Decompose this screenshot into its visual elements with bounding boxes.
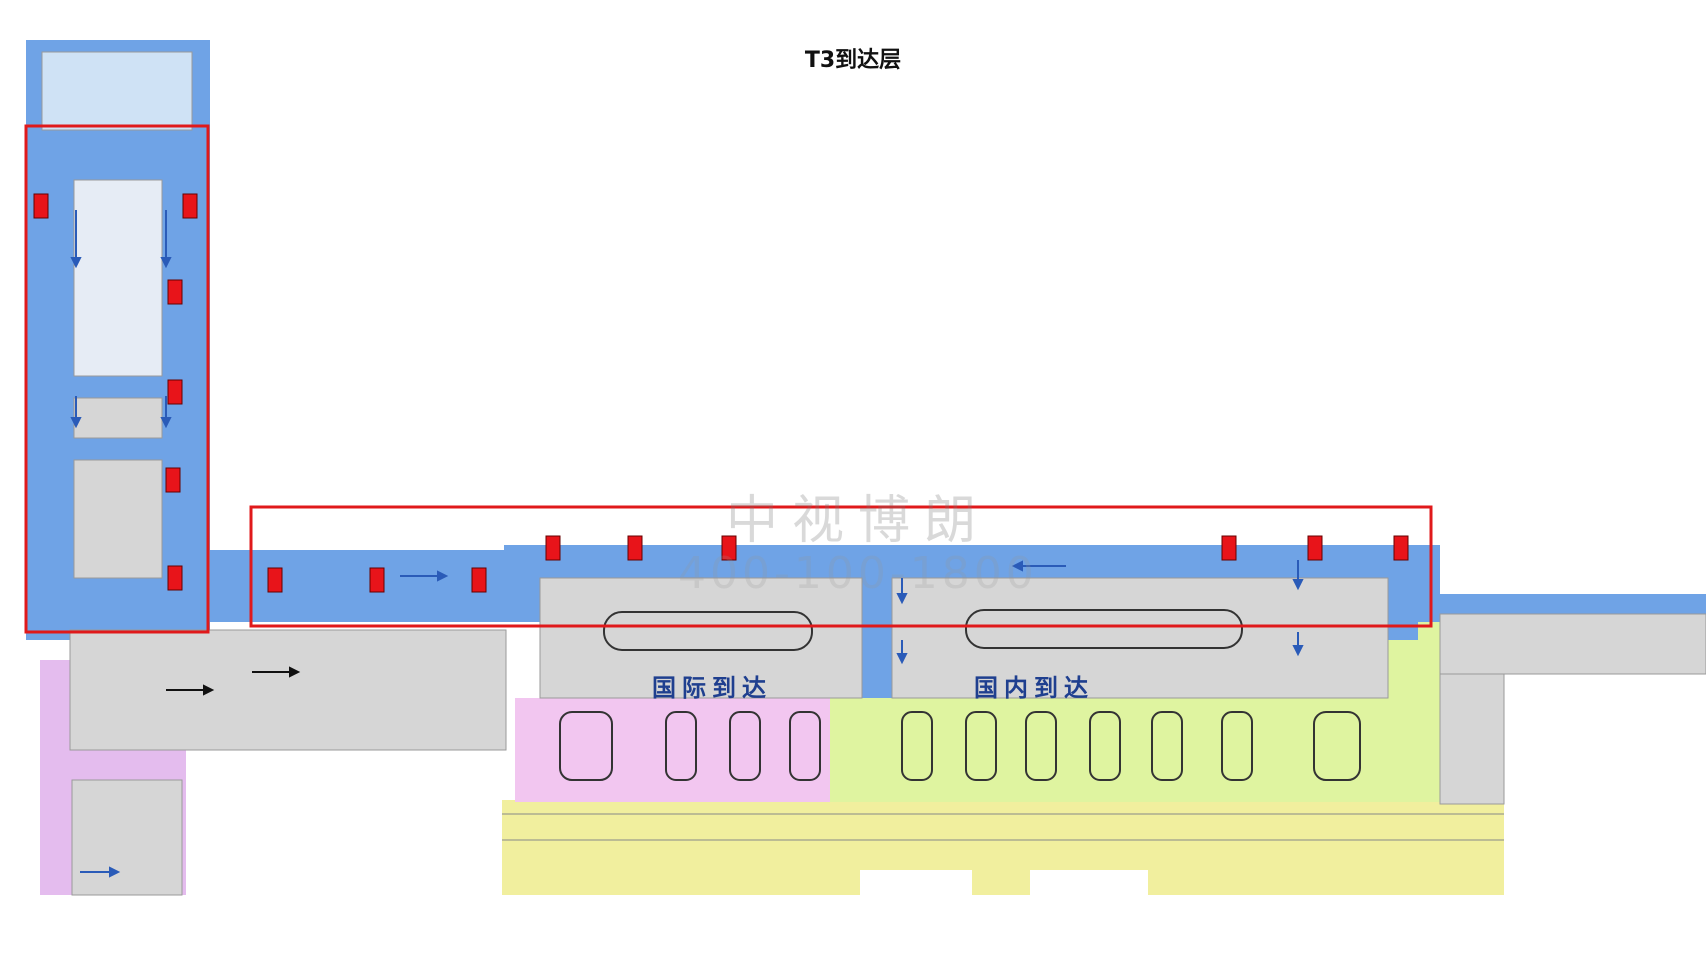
ad-marker [33,193,49,219]
ad-marker [1307,535,1323,561]
flow-arrow-head [109,866,121,878]
page-title: T3到达层 [804,48,902,73]
flow-arrows [70,210,1304,878]
flow-arrow-head [70,417,82,429]
intl-claim-2 [665,711,697,781]
left-block-2 [73,397,163,439]
flow-arrow-head [896,653,908,665]
watermark-text: 中视博朗 [726,491,991,551]
flow-arrow-head [160,257,172,269]
dom-main-carousel [965,609,1243,649]
highlight-frame-main [249,505,1433,628]
left-block-1 [73,179,163,377]
watermark-phone: 400-100-1800 [678,548,1038,599]
lower-left-block [69,629,507,751]
highlight-frame-left [24,124,210,634]
building-blocks [41,51,1706,896]
curbside-gap [1030,870,1148,895]
intl-claim-4 [789,711,821,781]
international-claim-zone [515,698,830,802]
flow-arrow-head [70,257,82,269]
flow-arrow-head [160,417,172,429]
ad-marker [165,467,181,493]
dom-claim-4 [1089,711,1121,781]
dom-claim-7 [1313,711,1361,781]
intl-claim-3 [729,711,761,781]
ad-marker [167,279,183,305]
flow-arrow-head [1292,645,1304,657]
ad-marker [167,565,183,591]
dom-claim-1 [901,711,933,781]
ad-marker [1221,535,1237,561]
dom-claim-5 [1151,711,1183,781]
flow-arrow-head [289,666,301,678]
corridors [26,40,1706,698]
upper-corridor [504,545,1440,578]
flow-arrow-head [203,684,215,696]
right-building [1439,613,1706,675]
curbside-zone [502,800,1504,895]
dom-claim-3 [1025,711,1057,781]
highlight-frames [24,124,1433,634]
ad-marker [545,535,561,561]
baggage-carousels [559,609,1361,781]
left-block-3 [73,459,163,579]
dom-claim-2 [965,711,997,781]
intl-claim-1 [559,711,613,781]
international-hall [539,577,863,699]
left-bottom-block [71,779,183,896]
right-corridor [1440,594,1706,616]
black-arrows [166,666,301,696]
right-vertical-corridor [1388,560,1418,640]
top-left-block [41,51,193,131]
intl-main-carousel [603,611,813,651]
dom-claim-6 [1221,711,1253,781]
flow-arrow-head [1011,560,1023,572]
right-building-lower [1439,673,1505,805]
flow-arrow-head [1292,579,1304,591]
curbside-details [502,813,1504,895]
ad-marker [267,567,283,593]
flow-arrow-head [437,570,449,582]
ad-markers [33,193,1409,593]
ad-marker [167,379,183,405]
ad-marker [627,535,643,561]
ad-marker [471,567,487,593]
flow-arrow-head [896,593,908,605]
ad-marker [182,193,198,219]
international-arrivals-label: 国际到达 [652,674,772,702]
ad-marker [369,567,385,593]
ad-marker [721,535,737,561]
curbside-gap [860,870,972,895]
domestic-arrivals-label: 国内到达 [974,674,1094,702]
connector-corridor [862,560,892,698]
domestic-hall [891,577,1389,699]
ad-marker [1393,535,1409,561]
